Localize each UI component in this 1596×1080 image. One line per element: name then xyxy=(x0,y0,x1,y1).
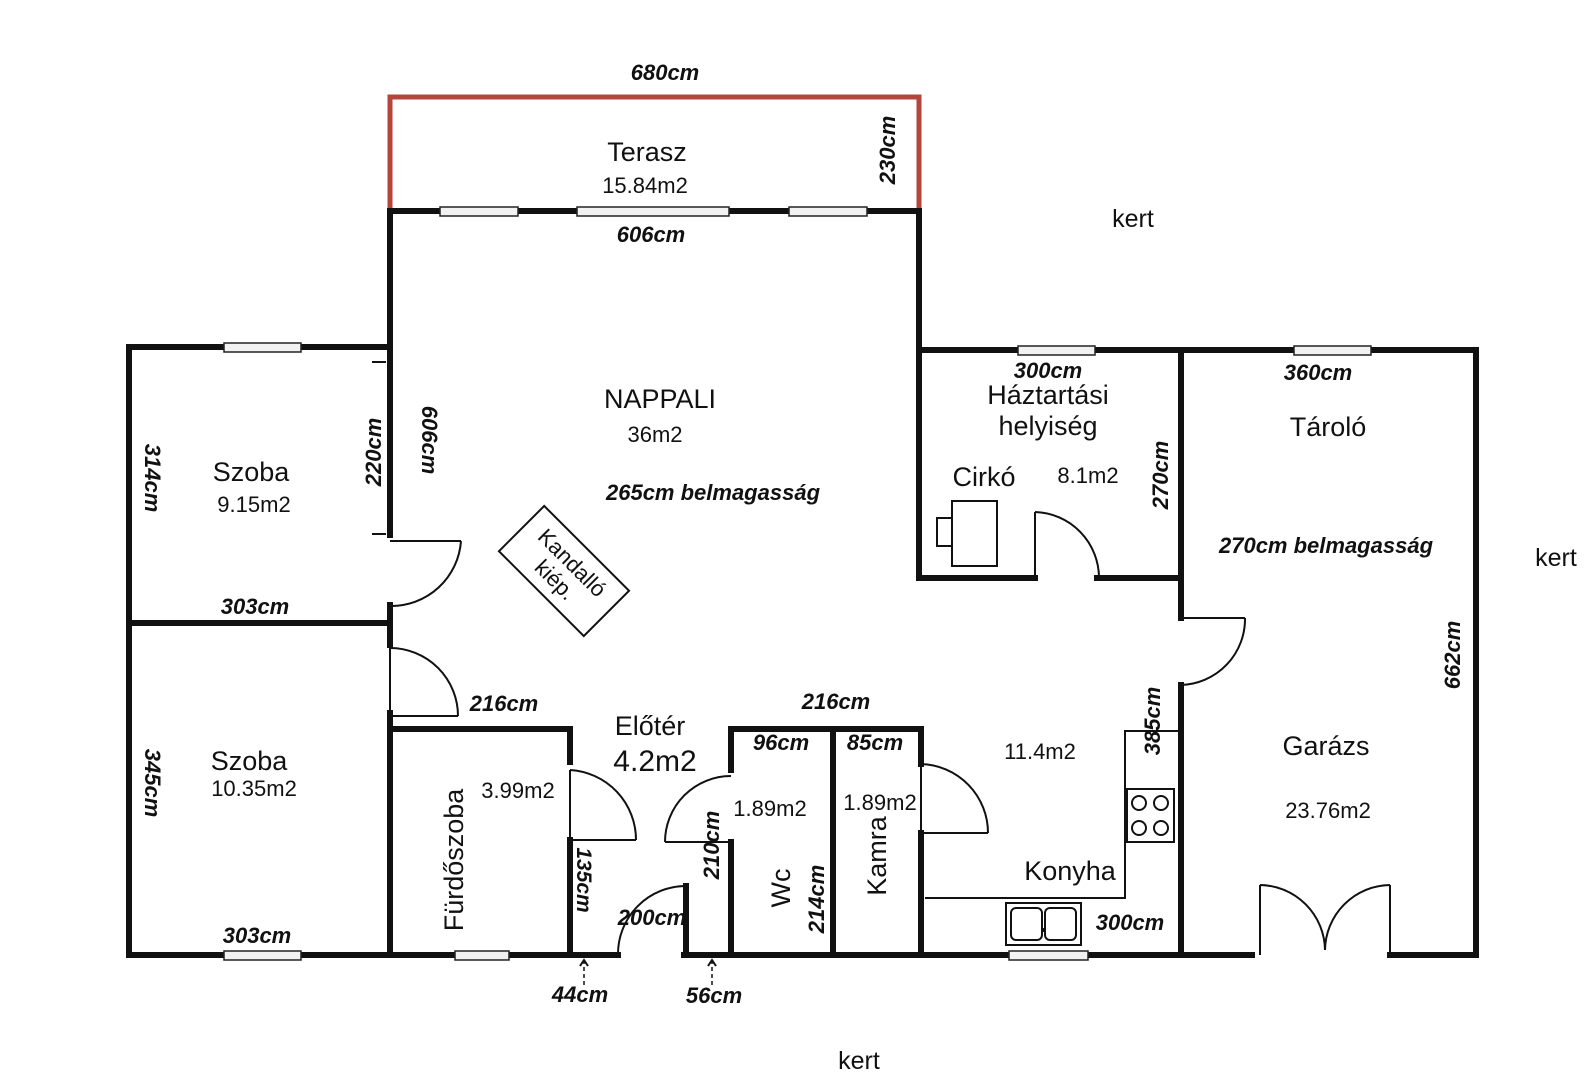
room-name-furdoszoba: Fürdőszoba xyxy=(439,788,469,932)
room-area-wc: 1.89m2 xyxy=(733,796,806,821)
doors xyxy=(389,511,1391,956)
ceiling-height-nappali: 265cm belmagasság xyxy=(605,480,821,505)
room-area-nappali: 36m2 xyxy=(627,422,682,447)
dim-szoba1-width: 303cm xyxy=(221,594,290,619)
room-area-szoba-1: 9.15m2 xyxy=(217,492,290,517)
kitchen-counter xyxy=(925,730,1179,899)
garden-label-right: kert xyxy=(1535,544,1577,572)
room-name-terasz: Terasz xyxy=(607,137,687,167)
dim-eloter-door-wall: 200cm xyxy=(617,905,687,930)
room-area-eloter: 4.2m2 xyxy=(613,745,696,778)
window xyxy=(223,342,302,353)
dim-garazs-depth: 662cm xyxy=(1440,621,1465,690)
window xyxy=(1008,950,1089,961)
dim-szoba1-depth: 314cm xyxy=(140,444,165,513)
garden-label-top: kert xyxy=(1112,205,1154,233)
garden-label-bottom: kert xyxy=(838,1047,880,1075)
windows xyxy=(223,206,1372,961)
room-name-eloter: Előtér xyxy=(615,711,686,741)
window xyxy=(439,206,519,217)
room-name-garazs: Garázs xyxy=(1282,731,1369,761)
dim-terasz-width: 680cm xyxy=(631,60,700,85)
walls xyxy=(126,208,1479,958)
ceiling-height-tarolo: 270cm belmagasság xyxy=(1218,533,1434,558)
room-name-konyha: Konyha xyxy=(1024,856,1117,886)
window xyxy=(1293,345,1372,356)
window xyxy=(454,950,510,961)
terrace-outline xyxy=(387,94,922,211)
room-name-kamra: Kamra xyxy=(862,815,892,896)
window xyxy=(223,950,302,961)
fireplace-icon: Kandalló kiép. xyxy=(497,504,631,638)
sink-icon xyxy=(1005,902,1082,946)
dim-konyha-width: 300cm xyxy=(1096,910,1165,935)
dim-bath-wall: 135cm xyxy=(572,847,595,912)
dim-konyha-depth: 385cm xyxy=(1140,687,1165,756)
dim-szoba2-depth: 345cm xyxy=(140,749,165,818)
window xyxy=(788,206,868,217)
boiler-label: Cirkó xyxy=(952,462,1015,492)
room-name-szoba-1: Szoba xyxy=(213,457,291,487)
dim-wc-depth: 214cm xyxy=(804,865,829,935)
dim-terasz-depth: 230cm xyxy=(875,116,900,186)
room-name-nappali: NAPPALI xyxy=(604,384,716,414)
dim-gap-right: 56cm xyxy=(686,983,742,1008)
dim-nappali-depth: 606cm xyxy=(417,406,442,475)
room-name-szoba-2: Szoba xyxy=(211,746,289,776)
dim-haztartasi-width: 300cm xyxy=(1014,358,1083,383)
room-area-szoba-2: 10.35m2 xyxy=(211,776,297,801)
room-area-haztartasi: 8.1m2 xyxy=(1057,463,1118,488)
gap-markers xyxy=(579,958,717,985)
room-name-haztartasi-2: helyiség xyxy=(998,411,1097,441)
dim-szoba1-door-wall: 220cm xyxy=(361,418,386,488)
room-area-garazs: 23.76m2 xyxy=(1285,798,1371,823)
dim-gap-left: 44cm xyxy=(551,982,608,1007)
dim-kamra-width: 85cm xyxy=(847,730,903,755)
boiler-icon xyxy=(936,500,998,567)
stove-icon xyxy=(1126,788,1175,843)
window xyxy=(1017,345,1096,356)
room-name-haztartasi-1: Háztartási xyxy=(987,380,1109,410)
window xyxy=(576,206,730,217)
dim-szoba2-width: 303cm xyxy=(223,923,292,948)
dim-wc-side: 210cm xyxy=(699,811,724,881)
room-area-furdoszoba: 3.99m2 xyxy=(481,778,554,803)
dim-nappali-width: 606cm xyxy=(617,222,686,247)
room-area-konyha: 11.4m2 xyxy=(1004,739,1076,764)
room-area-kamra: 1.89m2 xyxy=(843,790,916,815)
room-name-tarolo: Tároló xyxy=(1290,412,1367,442)
room-area-terasz: 15.84m2 xyxy=(602,173,688,198)
dim-wc-width: 96cm xyxy=(753,730,809,755)
dim-haztartasi-depth: 270cm xyxy=(1148,441,1173,511)
dim-eloter-width-left: 216cm xyxy=(469,691,539,716)
dim-eloter-width-right: 216cm xyxy=(801,689,871,714)
dim-tarolo-width: 360cm xyxy=(1284,360,1353,385)
room-name-wc: Wc xyxy=(766,869,796,908)
